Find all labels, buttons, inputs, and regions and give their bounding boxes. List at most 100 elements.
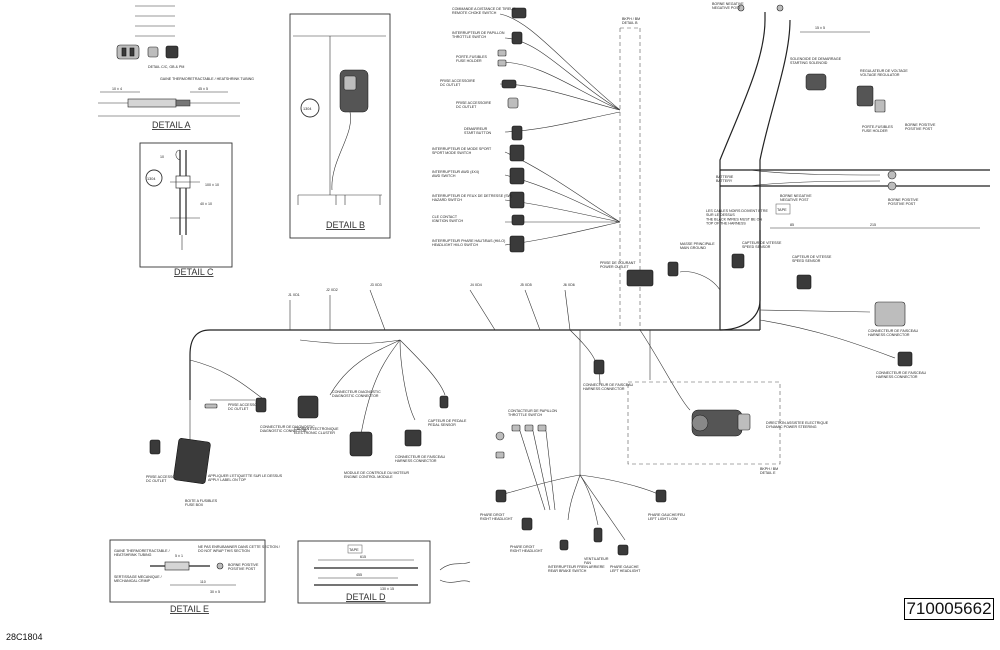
code-j6: J6 XD6 — [563, 283, 575, 287]
dim-e2: 110 — [200, 580, 206, 584]
dim-d1: 615 — [360, 555, 366, 559]
lbl-hazard: INTERRUPTEUR DE FEUX DE DETRESSE (SW)HAZ… — [432, 194, 512, 202]
detail-c: 1304 100 ± 10 40 ± 10 10 DETAIL C — [139, 142, 233, 277]
dim-c3: 10 — [160, 155, 164, 159]
detail-c-title: DETAIL C — [174, 267, 214, 277]
lbl-mech-crimp: SERTISSAGE MECANIQUE /MECHANICAL CRIMP — [114, 575, 162, 583]
detail-d-frame — [297, 540, 431, 604]
dim-e1: 5 ± 1 — [175, 554, 183, 558]
code-j3: J3 XD3 — [370, 283, 382, 287]
document-number: 710005662 — [904, 598, 994, 620]
code-j4: J4 XD4 — [470, 283, 482, 287]
detail-b-frame — [289, 13, 391, 239]
detail-f-frame — [627, 381, 781, 465]
dim-d2: 455 — [356, 573, 362, 577]
main-harness: J1 XD1 J2 XD2 J3 XD3 J4 XD4 J5 XD5 J6 XD… — [189, 230, 761, 475]
code-j1: J1 XD1 — [288, 293, 300, 297]
dim-top: 15 ± 5 — [815, 26, 825, 30]
tag-tape-main: TAPE — [777, 208, 787, 212]
lbl-awd: INTERRUPTEUR AWD (4X4)AWD SWITCH — [432, 170, 479, 178]
detail-d-title: DETAIL D — [346, 592, 386, 602]
heat-tubing-label: GAINE THERMORETRACTABLE / HEATSHRINK TUB… — [160, 77, 254, 81]
dim-e3: 30 ± 5 — [210, 590, 220, 594]
dim-c2: 40 ± 10 — [200, 202, 212, 206]
detail-b: 1304 DETAIL B — [289, 13, 391, 239]
dim-bat: 85 — [790, 223, 794, 227]
dim-c1: 100 ± 10 — [205, 183, 219, 187]
detail-c-frame — [139, 142, 233, 268]
lbl-heat-tubing-e: GAINE THERMORETRACTABLE /HEATSHRINK TUBI… — [114, 549, 170, 557]
dim-d3: 130 ± 15 — [380, 587, 394, 591]
drawing-code: 28C1804 — [6, 632, 43, 642]
lbl-no-wrap: NE PAS ENRUBANNER DANS CETTE SECTION /DO… — [198, 545, 280, 553]
lbl-hi-lo-switch: INTERRUPTEUR PHARE HAUT/BAS (HI/LO)HEADL… — [432, 239, 505, 247]
detail-a-title: DETAIL A — [152, 120, 191, 130]
code-j2: J2 XD2 — [326, 288, 338, 292]
connector-front-views — [116, 44, 179, 60]
detail-e-frame — [109, 539, 266, 603]
detail-c-gb-callout: DETAIL C/C, GB & PM — [148, 65, 184, 69]
power-steering-motor — [691, 409, 751, 437]
tag-tape-d: TAPE — [349, 548, 359, 552]
detail-b-title: DETAIL B — [326, 220, 365, 230]
tag-1304: 1304 — [303, 107, 311, 111]
dim-long: 215 — [870, 223, 876, 227]
detail-a: DETAIL C/C, GB & PM GAINE THERMORETRACTA… — [98, 5, 254, 130]
detail-e: GAINE THERMORETRACTABLE /HEATSHRINK TUBI… — [109, 539, 280, 614]
tag-1304c: 1304 — [147, 177, 155, 181]
code-j5: J5 XD5 — [520, 283, 532, 287]
